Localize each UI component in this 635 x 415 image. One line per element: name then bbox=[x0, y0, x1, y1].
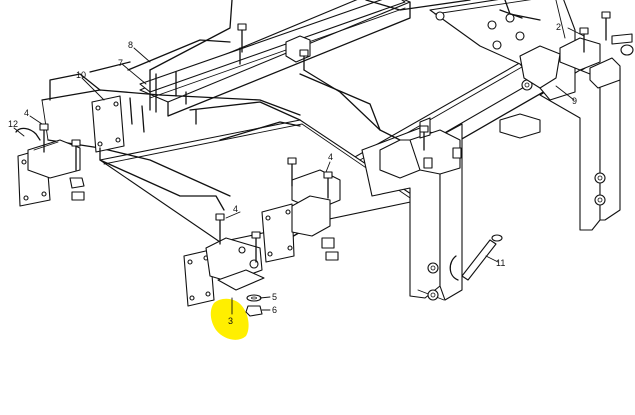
callout-6-label: 6 bbox=[272, 305, 277, 315]
fasteners bbox=[15, 11, 634, 317]
callout-4-left-label: 4 bbox=[24, 108, 29, 118]
callout-7-label: 7 bbox=[118, 58, 123, 68]
callout-8-label: 8 bbox=[128, 40, 133, 50]
callout-10-label: 10 bbox=[76, 70, 86, 80]
callout-11-label: 11 bbox=[496, 258, 505, 268]
callout-12-label: 12 bbox=[8, 119, 18, 129]
callout-highlight bbox=[210, 298, 249, 340]
callout-3-label: 3 bbox=[228, 316, 233, 326]
callout-labels: 12 4 10 7 8 4 4 2 9 11 5 6 3 bbox=[8, 22, 577, 326]
mounting-plates bbox=[17, 95, 331, 307]
hose-lines bbox=[49, 0, 541, 211]
main-frame bbox=[41, 0, 621, 301]
callout-5-label: 5 bbox=[272, 292, 277, 302]
callout-2-label: 2 bbox=[556, 22, 561, 32]
callout-4-lower-label: 4 bbox=[233, 204, 238, 214]
leader-lines bbox=[13, 27, 585, 315]
callout-4-middle-label: 4 bbox=[328, 152, 333, 162]
callout-9-label: 9 bbox=[572, 96, 577, 106]
